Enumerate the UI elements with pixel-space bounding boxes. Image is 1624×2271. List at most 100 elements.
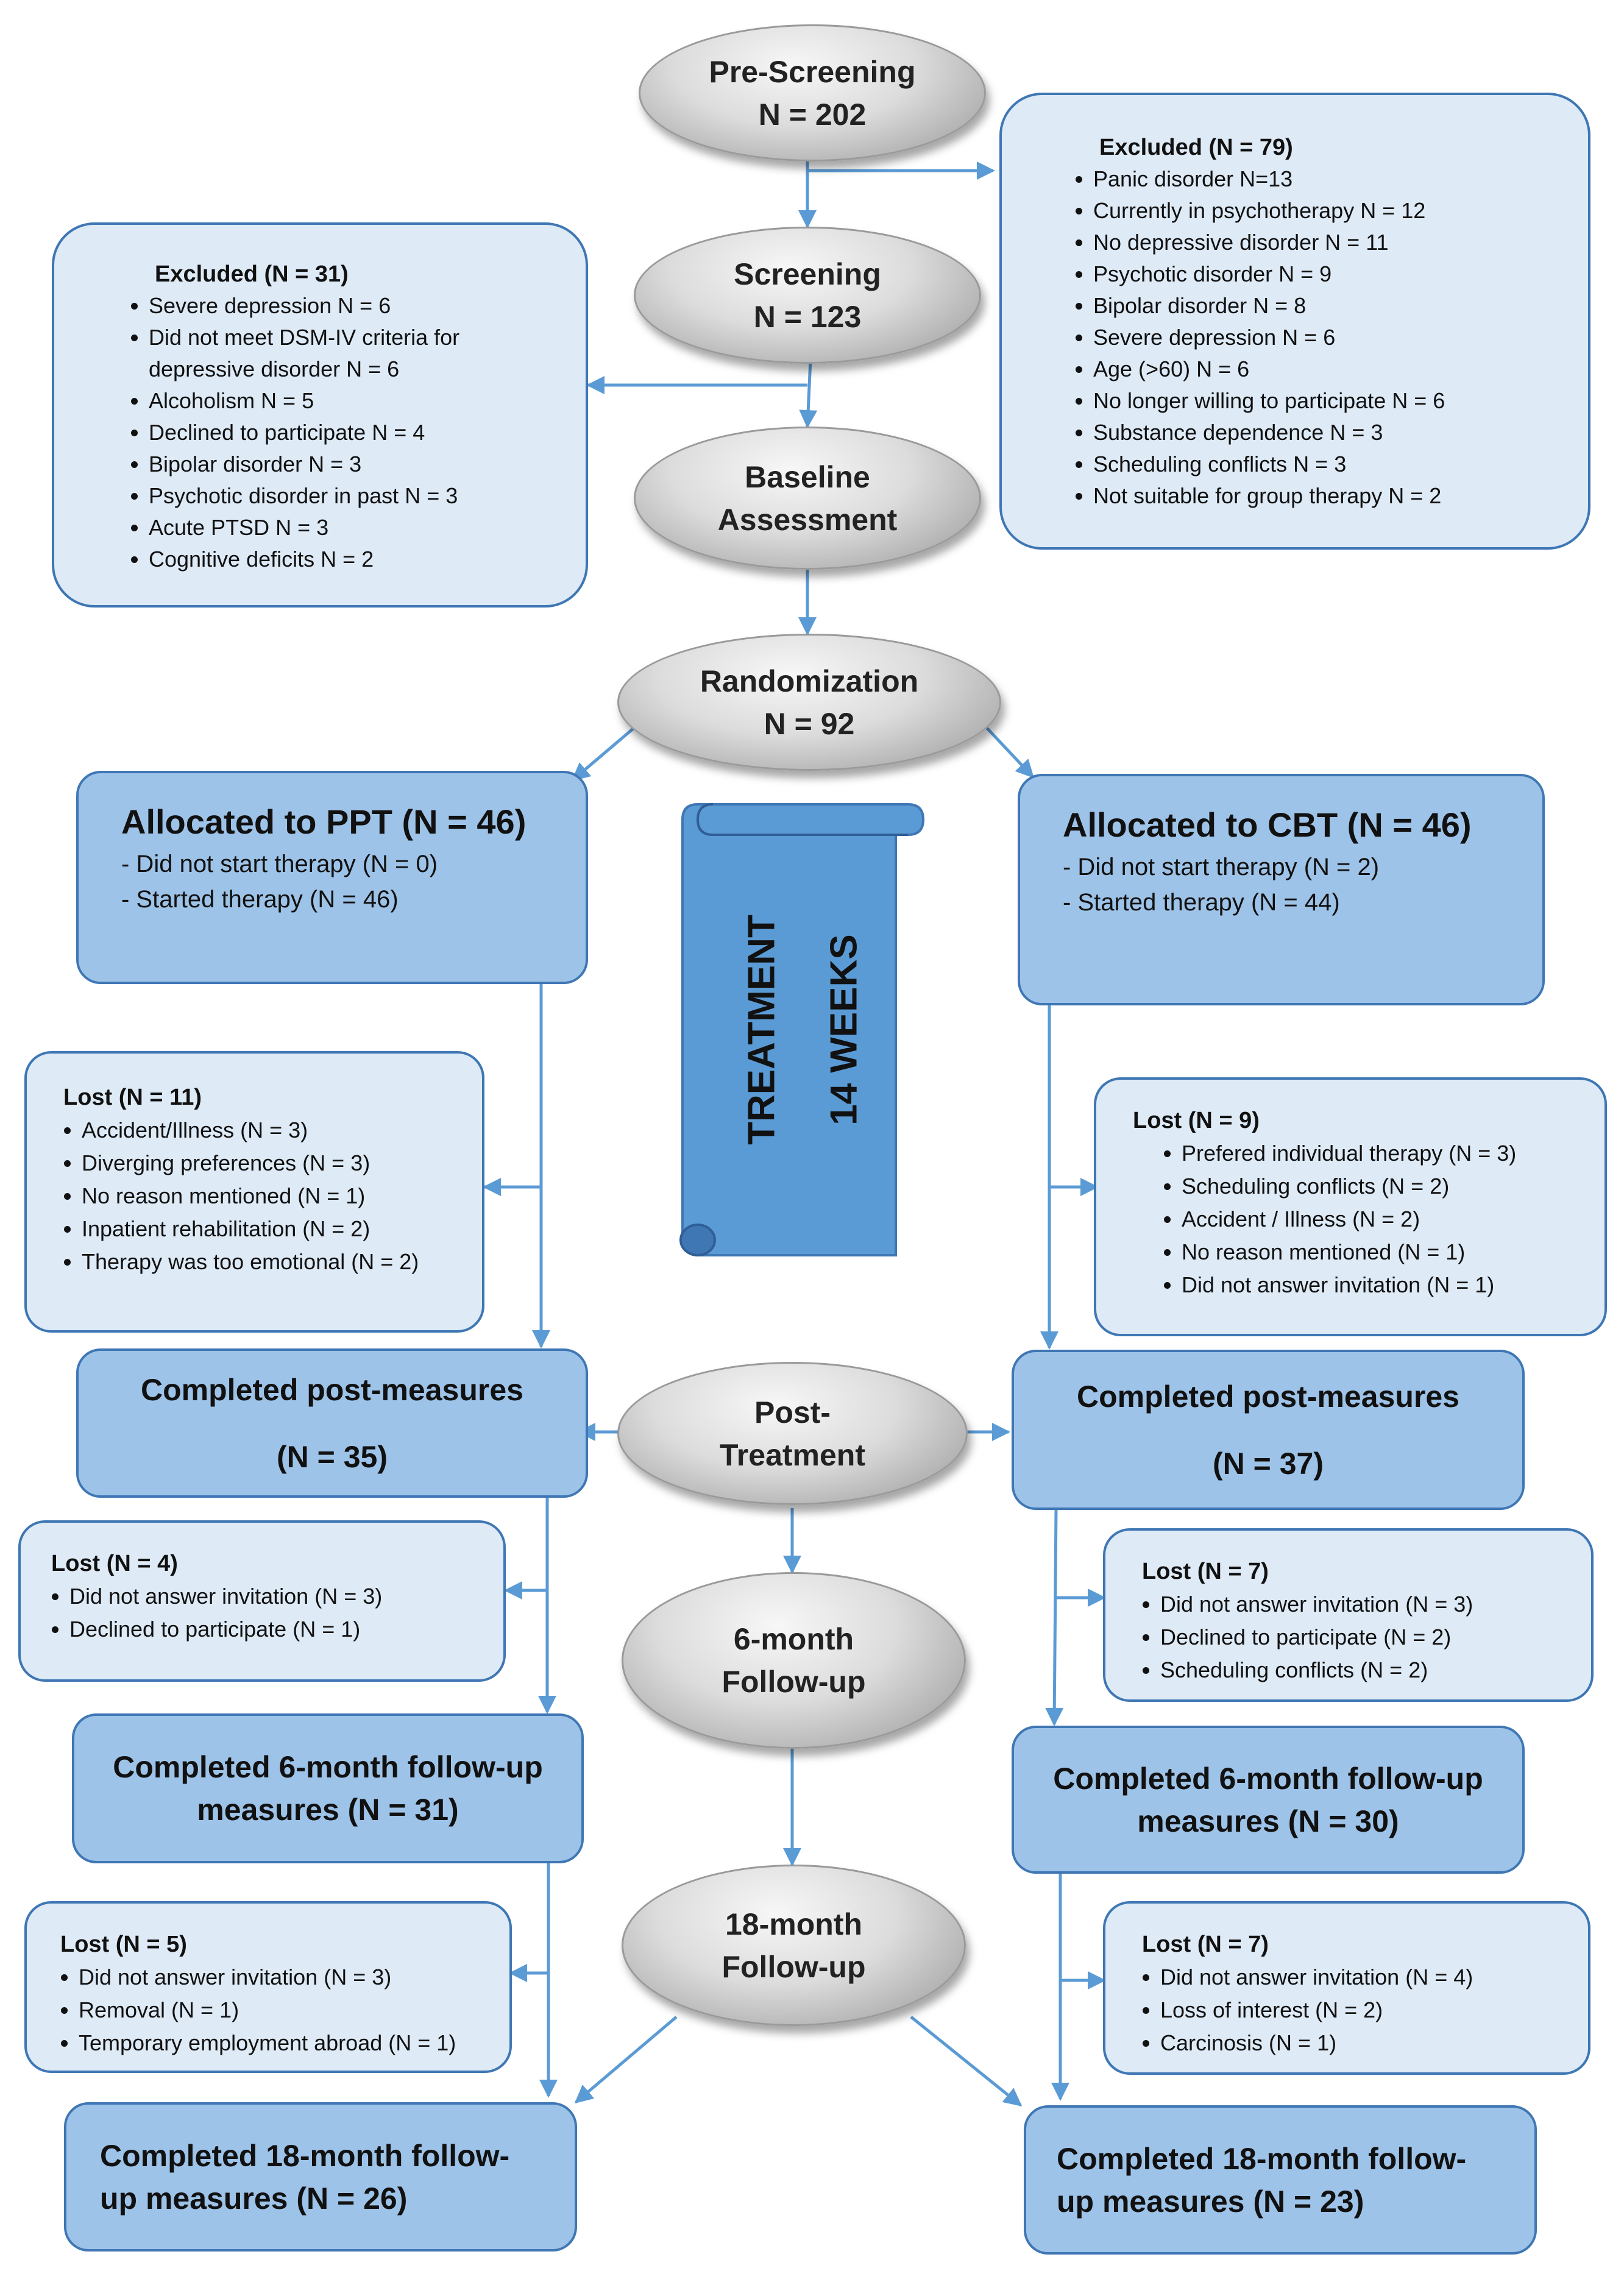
lost-item: Declined to participate (N = 2) [1160, 1621, 1573, 1654]
completed-label: Completed 18-month follow- [100, 2138, 510, 2173]
treatment-label: TREATMENT [740, 915, 783, 1145]
lost-item: Declined to participate (N = 1) [69, 1613, 485, 1646]
lost-item: Prefered individual therapy (N = 3) [1182, 1137, 1586, 1170]
stage-count: N = 92 [764, 706, 855, 741]
arrow-randomization-to-ppt [571, 727, 635, 781]
lost-cbt-18m-box: Lost (N = 7) Did not answer invitation (… [1103, 1901, 1590, 2075]
stage-label-2: Treatment [720, 1437, 865, 1472]
stage-label-2: Follow-up [722, 1665, 866, 1699]
completed-label: Completed post-measures [1077, 1379, 1459, 1414]
lost-item: Scheduling conflicts (N = 2) [1182, 1170, 1586, 1203]
excluded-title: Excluded (N = 79) [1099, 135, 1293, 160]
excluded-item: No depressive disorder N = 11 [1093, 227, 1564, 258]
lost-item: Therapy was too emotional (N = 2) [82, 1245, 464, 1278]
excluded-title: Excluded (N = 31) [155, 261, 349, 287]
lost-ppt-6m-box: Lost (N = 4) Did not answer invitation (… [18, 1520, 506, 1682]
completed-count: measures (N = 31) [197, 1793, 459, 1827]
lost-item: No reason mentioned (N = 1) [82, 1180, 464, 1213]
excluded-item: Cognitive deficits N = 2 [149, 544, 567, 575]
excluded-item: Bipolar disorder N = 8 [1093, 290, 1564, 322]
stage-label-2: Assessment [717, 502, 898, 537]
lost-cbt-6m-box: Lost (N = 7) Did not answer invitation (… [1103, 1528, 1594, 1702]
excluded-screening-box: Excluded (N = 79) Panic disorder N=13 Cu… [999, 93, 1590, 550]
completed-cbt-6m-box: Completed 6-month follow-up measures (N … [1012, 1726, 1525, 1874]
excluded-item: Severe depression N = 6 [1093, 322, 1564, 353]
completed-count: (N = 37) [1212, 1446, 1324, 1481]
stage-label: Pre-Screening [709, 54, 916, 89]
stage-pre-screening: Pre-Screening N = 202 [639, 24, 986, 161]
completed-ppt-post-box: Completed post-measures (N = 35) [76, 1348, 588, 1498]
stage-label: 18-month [725, 1907, 862, 1941]
lost-title: Lost (N = 7) [1142, 1932, 1269, 1957]
lost-item: Removal (N = 1) [79, 1994, 491, 2027]
lost-ppt-treatment-box: Lost (N = 11) Accident/Illness (N = 3) D… [24, 1051, 484, 1333]
stage-count: N = 202 [758, 97, 867, 132]
excluded-item: Scheduling conflicts N = 3 [1093, 448, 1564, 480]
arrow-screening-to-baseline [799, 359, 818, 428]
lost-item: Did not answer invitation (N = 3) [79, 1961, 491, 1994]
excluded-item: Bipolar disorder N = 3 [149, 448, 567, 480]
allocated-cbt-box: Allocated to CBT (N = 46) - Did not star… [1018, 774, 1545, 1005]
stage-count: N = 123 [753, 299, 862, 334]
allocated-ppt-box: Allocated to PPT (N = 46) - Did not star… [76, 771, 588, 984]
lost-item: Did not answer invitation (N = 3) [1160, 1588, 1573, 1621]
completed-label: Completed 6-month follow-up [1053, 1761, 1483, 1796]
lost-title: Lost (N = 4) [51, 1551, 178, 1576]
treatment-label-area: TREATMENT 14 WEEKS [701, 865, 884, 1194]
lost-title: Lost (N = 5) [60, 1932, 187, 1957]
lost-item: Accident / Illness (N = 2) [1182, 1203, 1586, 1236]
completed-label: Completed 18-month follow- [1057, 2141, 1467, 2176]
excluded-item: Alcoholism N = 5 [149, 385, 567, 417]
excluded-item: Panic disorder N=13 [1093, 163, 1564, 195]
excluded-item: Psychotic disorder N = 9 [1093, 258, 1564, 290]
arrow-18month-to-cbt [910, 2016, 1023, 2106]
treatment-duration: 14 WEEKS [823, 934, 865, 1125]
stage-label-2: Follow-up [722, 1949, 866, 1984]
stage-label: 6-month [733, 1622, 854, 1656]
lost-item: Did not answer invitation (N = 1) [1182, 1269, 1586, 1302]
allocation-title: Allocated to CBT (N = 46) [1063, 806, 1472, 844]
lost-ppt-18m-box: Lost (N = 5) Did not answer invitation (… [24, 1901, 512, 2073]
excluded-item: Substance dependence N = 3 [1093, 417, 1564, 448]
lost-title: Lost (N = 7) [1142, 1559, 1269, 1584]
completed-label: Completed 6-month follow-up [113, 1750, 543, 1784]
arrow-randomization-to-cbt [983, 724, 1035, 779]
arrow-18month-to-ppt [574, 2016, 678, 2103]
excluded-item: Did not meet DSM-IV criteria for depress… [149, 322, 567, 385]
excluded-baseline-box: Excluded (N = 31) Severe depression N = … [52, 222, 588, 608]
stage-post-treatment: Post- Treatment [617, 1362, 968, 1505]
stage-6-month-followup: 6-month Follow-up [622, 1572, 966, 1749]
completed-count: measures (N = 30) [1137, 1804, 1399, 1838]
stage-label: Post- [754, 1395, 831, 1430]
stage-screening: Screening N = 123 [634, 227, 981, 364]
excluded-item: Currently in psychotherapy N = 12 [1093, 195, 1564, 227]
completed-count: up measures (N = 23) [1057, 2184, 1364, 2219]
completed-ppt-6m-box: Completed 6-month follow-up measures (N … [72, 1713, 584, 1863]
stage-baseline: Baseline Assessment [634, 427, 981, 570]
completed-count: (N = 35) [276, 1439, 388, 1474]
stage-randomization: Randomization N = 92 [617, 634, 1001, 771]
allocation-line: - Did not start therapy (N = 0) [121, 851, 438, 877]
lost-title: Lost (N = 11) [63, 1085, 202, 1110]
lost-item: Accident/Illness (N = 3) [82, 1114, 464, 1147]
lost-title: Lost (N = 9) [1133, 1108, 1260, 1133]
lost-item: Loss of interest (N = 2) [1160, 1994, 1570, 2027]
stage-18-month-followup: 18-month Follow-up [622, 1865, 966, 2026]
lost-cbt-treatment-box: Lost (N = 9) Prefered individual therapy… [1094, 1077, 1607, 1336]
lost-item: Temporary employment abroad (N = 1) [79, 2027, 491, 2060]
completed-cbt-18m-box: Completed 18-month follow- up measures (… [1024, 2105, 1537, 2255]
lost-item: Diverging preferences (N = 3) [82, 1147, 464, 1180]
excluded-item: Age (>60) N = 6 [1093, 353, 1564, 385]
allocation-line: - Started therapy (N = 46) [121, 886, 399, 913]
stage-label: Screening [734, 257, 881, 291]
completed-cbt-post-box: Completed post-measures (N = 37) [1012, 1350, 1525, 1510]
completed-label: Completed post-measures [141, 1372, 523, 1407]
completed-ppt-18m-box: Completed 18-month follow- up measures (… [64, 2102, 577, 2252]
allocation-line: - Did not start therapy (N = 2) [1063, 854, 1380, 880]
excluded-item: No longer willing to participate N = 6 [1093, 385, 1564, 417]
lost-item: Did not answer invitation (N = 4) [1160, 1961, 1570, 1994]
lost-item: Carcinosis (N = 1) [1160, 2027, 1570, 2060]
excluded-item: Psychotic disorder in past N = 3 [149, 480, 567, 512]
lost-item: Inpatient rehabilitation (N = 2) [82, 1213, 464, 1245]
stage-label: Randomization [700, 664, 919, 698]
